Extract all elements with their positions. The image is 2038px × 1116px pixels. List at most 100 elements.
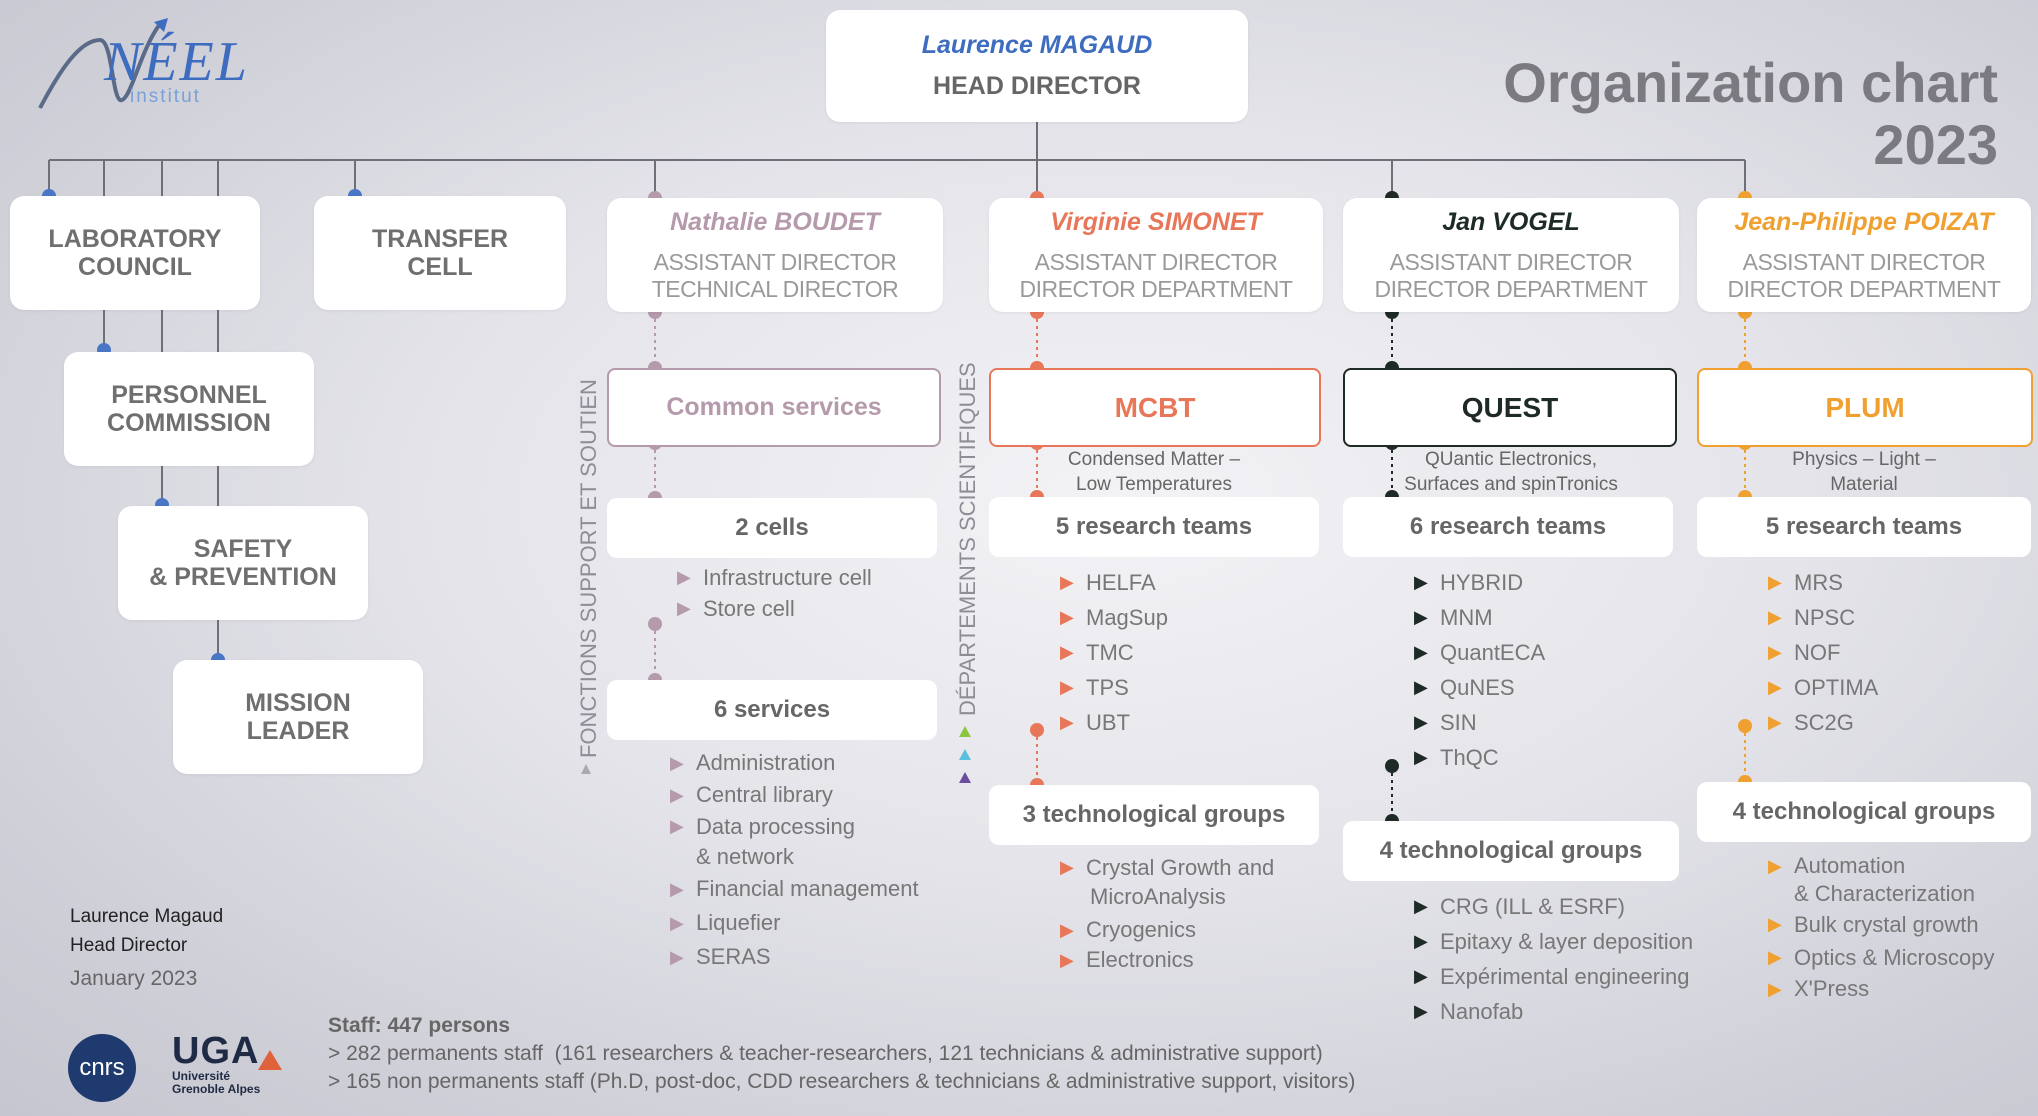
- mcbt-label: MCBT: [1114, 391, 1196, 423]
- list-item: ▶Data processing: [670, 814, 855, 839]
- simonet-group2-box[interactable]: 3 technological groups: [989, 785, 1319, 845]
- personnel-commission-line1: PERSONNEL: [111, 380, 267, 409]
- staff-title: Staff: 447 persons: [328, 1014, 511, 1037]
- mcbt-description: Condensed Matter – Low Temperatures: [989, 448, 1319, 497]
- personnel-commission-box[interactable]: PERSONNEL COMMISSION: [64, 352, 314, 466]
- staff-line1: > 282 permanents staff (161 researchers …: [328, 1042, 1323, 1065]
- mission-leader-box[interactable]: MISSION LEADER: [173, 660, 423, 774]
- boudet-group2-title: 6 services: [713, 696, 831, 723]
- vogel-group2-box[interactable]: 4 technological groups: [1343, 821, 1679, 881]
- uga-logo-sub2: Grenoble Alpes: [172, 1082, 261, 1097]
- vogel-box[interactable]: Jan VOGEL ASSISTANT DIRECTOR DIRECTOR DE…: [1343, 198, 1679, 312]
- poizat-group2-box[interactable]: 4 technological groups: [1697, 782, 2031, 842]
- director-name: Laurence MAGAUD: [921, 31, 1153, 59]
- list-item: ▶Expérimental engineering: [1414, 964, 1690, 989]
- simonet-box[interactable]: Virginie SIMONET ASSISTANT DIRECTOR DIRE…: [989, 198, 1323, 312]
- boudet-group2-box[interactable]: 6 services: [607, 680, 937, 740]
- list-item: ▶HYBRID: [1414, 570, 1524, 595]
- list-item: ▶TMC: [1060, 640, 1134, 665]
- boudet-group2-list: ▶Administration ▶Central library ▶Data p…: [670, 747, 919, 974]
- boudet-box[interactable]: Nathalie BOUDET ASSISTANT DIRECTOR TECHN…: [607, 198, 943, 312]
- triangle-green-icon: [959, 726, 971, 737]
- laboratory-council-line1: LABORATORY: [48, 224, 222, 253]
- scientific-departments-label: DÉPARTEMENTS SCIENTIFIQUES: [955, 362, 980, 716]
- boudet-group1-list: ▶Infrastructure cell ▶Store cell: [677, 562, 872, 624]
- list-item: ▶Optics & Microscopy: [1768, 945, 1995, 970]
- head-director-box[interactable]: Laurence MAGAUD HEAD DIRECTOR: [826, 10, 1248, 122]
- mcbt-box[interactable]: MCBT: [989, 368, 1321, 447]
- list-item: ▶Central library: [670, 782, 833, 807]
- chart-title: Organization chart 2023: [1503, 52, 1998, 175]
- poizat-group1-box[interactable]: 5 research teams: [1697, 497, 2031, 557]
- boudet-role1: ASSISTANT DIRECTOR: [653, 249, 897, 276]
- mission-leader-line1: MISSION: [245, 688, 351, 717]
- director-role: HEAD DIRECTOR: [933, 72, 1141, 100]
- poizat-group1-title: 5 research teams: [1765, 513, 1963, 540]
- staff-summary: Staff: 447 persons > 282 permanents staf…: [328, 1012, 1355, 1096]
- list-item: ▶HELFA: [1060, 570, 1156, 595]
- safety-prevention-line1: SAFETY: [193, 534, 293, 563]
- list-item: ▶OPTIMA: [1768, 675, 1879, 700]
- safety-prevention-box[interactable]: SAFETY & PREVENTION: [118, 506, 368, 620]
- boudet-role2: TECHNICAL DIRECTOR: [651, 275, 899, 302]
- list-item: ▶Store cell: [677, 596, 795, 621]
- boudet-name: Nathalie BOUDET: [670, 208, 880, 237]
- boudet-group1-box[interactable]: 2 cells: [607, 498, 937, 558]
- laboratory-council-box[interactable]: LABORATORY COUNCIL: [10, 196, 260, 310]
- simonet-group2-title: 3 technological groups: [1022, 801, 1286, 828]
- logo-text: NÉEL: [104, 31, 249, 93]
- plum-desc-line1: Physics – Light –: [1792, 449, 1936, 470]
- list-item: ▶MNM: [1414, 605, 1493, 630]
- simonet-role2: DIRECTOR DEPARTMENT: [1019, 275, 1293, 302]
- list-item: ▶SIN: [1414, 710, 1477, 735]
- simonet-name: Virginie SIMONET: [1050, 208, 1262, 237]
- list-item: ▶UBT: [1060, 710, 1130, 735]
- transfer-cell-line2: CELL: [407, 253, 473, 281]
- poizat-group2-title: 4 technological groups: [1732, 798, 1996, 825]
- uga-logo-text: UGA: [172, 1030, 260, 1072]
- list-item: ▶Bulk crystal growth: [1768, 912, 1979, 937]
- plum-label: PLUM: [1825, 391, 1905, 423]
- vogel-role2: DIRECTOR DEPARTMENT: [1374, 275, 1648, 302]
- list-item: ▶QuNES: [1414, 675, 1515, 700]
- signature: Laurence Magaud Head Director January 20…: [70, 902, 223, 993]
- simonet-group1-title: 5 research teams: [1055, 513, 1253, 540]
- list-item: ▶Automation: [1768, 853, 1906, 878]
- list-item: MicroAnalysis: [1090, 884, 1226, 909]
- list-item: ▶Infrastructure cell: [677, 565, 872, 590]
- plum-description: Physics – Light – Material: [1697, 448, 2031, 497]
- common-services-label: Common services: [666, 393, 882, 421]
- vogel-group1-box[interactable]: 6 research teams: [1343, 497, 1673, 557]
- list-item: ▶Nanofab: [1414, 999, 1524, 1024]
- cnrs-logo-text: cnrs: [79, 1054, 125, 1081]
- staff-line2: > 165 non permanents staff (Ph.D, post-d…: [328, 1070, 1356, 1093]
- list-item: ▶NOF: [1768, 640, 1841, 665]
- list-item: ▶Liquefier: [670, 910, 781, 935]
- plum-box[interactable]: PLUM: [1697, 368, 2033, 447]
- logo: NÉEL institut: [104, 30, 249, 108]
- transfer-cell-box[interactable]: TRANSFER CELL: [314, 196, 566, 310]
- list-item: ▶MagSup: [1060, 605, 1168, 630]
- list-item: ▶CRG (ILL & ESRF): [1414, 894, 1625, 919]
- list-item: ▶TPS: [1060, 675, 1129, 700]
- list-item: & Characterization: [1794, 881, 1975, 906]
- safety-prevention-line2: & PREVENTION: [149, 563, 337, 591]
- list-item: ▶NPSC: [1768, 605, 1856, 630]
- poizat-name: Jean-Philippe POIZAT: [1734, 208, 1994, 237]
- support-functions-label: FONCTIONS SUPPORT ET SOUTIEN: [576, 379, 601, 758]
- poizat-box[interactable]: Jean-Philippe POIZAT ASSISTANT DIRECTOR …: [1697, 198, 2031, 312]
- plum-desc-line2: Material: [1830, 473, 1898, 495]
- quest-box[interactable]: QUEST: [1343, 368, 1677, 447]
- quest-desc-line2: Surfaces and spinTronics: [1404, 473, 1618, 495]
- common-services-box[interactable]: Common services: [607, 368, 941, 447]
- list-item: ▶Administration: [670, 750, 836, 775]
- list-item: ▶MRS: [1768, 570, 1843, 595]
- boudet-group1-title: 2 cells: [735, 514, 809, 541]
- list-item: ▶SC2G: [1768, 710, 1854, 735]
- mission-leader-line2: LEADER: [246, 717, 350, 745]
- simonet-group1-box[interactable]: 5 research teams: [989, 497, 1319, 557]
- vogel-group2-list: ▶CRG (ILL & ESRF) ▶Epitaxy & layer depos…: [1414, 889, 1693, 1029]
- list-item: ▶Epitaxy & layer deposition: [1414, 929, 1694, 954]
- uga-logo-sub1: Université: [172, 1069, 231, 1083]
- quest-label: QUEST: [1461, 391, 1559, 423]
